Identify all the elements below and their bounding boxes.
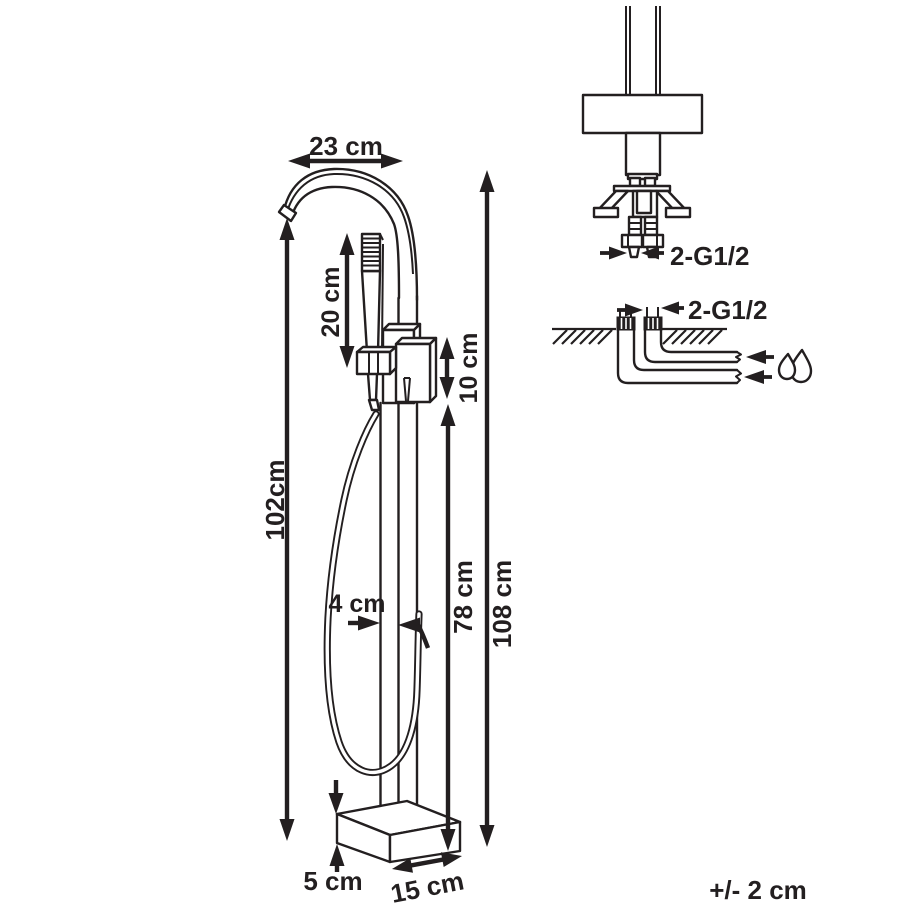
dim-total-height-label: 108 cm	[487, 560, 517, 648]
hose-connector	[367, 398, 381, 412]
detail-floor-connection: 2-G1/2	[552, 295, 813, 385]
dim-base-height-label: 5 cm	[303, 866, 362, 896]
supply-pipes	[625, 6, 661, 95]
dimension-handle-height: 10 cm	[439, 333, 483, 404]
water-drops-icon	[777, 348, 813, 384]
dimension-column-width: 4 cm	[329, 590, 431, 649]
thread-size-arrows	[600, 246, 664, 260]
mixer-handle	[394, 336, 438, 404]
base-plate-side	[581, 93, 704, 135]
detail-bottom-connection: 2-G1/2	[581, 6, 750, 271]
shower-hose	[323, 410, 423, 777]
mounting-bracket	[592, 184, 692, 219]
dim-hand-shower-label: 20 cm	[317, 267, 345, 338]
threaded-tails	[620, 215, 665, 259]
dimension-total-height: 108 cm	[479, 170, 517, 847]
dimension-spout-reach: 23 cm	[288, 131, 403, 169]
main-view: 23 cm 102cm 20 cm 10 cm 4 cm	[260, 131, 517, 909]
under-floor-pipes	[616, 328, 742, 385]
threaded-sockets	[616, 307, 663, 331]
dim-spout-reach-label: 23 cm	[309, 131, 383, 161]
dimension-spout-height: 102cm	[260, 218, 295, 841]
thread-label-floor: 2-G1/2	[688, 295, 768, 325]
column-stub	[624, 131, 662, 177]
dim-column-height-label: 78 cm	[448, 560, 478, 634]
dimension-hand-shower-height: 20 cm	[317, 233, 355, 368]
tolerance-note: +/- 2 cm	[709, 875, 807, 905]
thread-size-arrows-floor	[617, 301, 684, 317]
dim-spout-height-label: 102cm	[260, 460, 290, 541]
dim-handle-height-label: 10 cm	[455, 333, 483, 404]
dim-base-width-label: 15 cm	[388, 865, 466, 909]
shower-holder	[355, 345, 398, 376]
dimension-base-height: 5 cm	[303, 780, 363, 896]
dim-column-width-label: 4 cm	[329, 590, 386, 618]
water-inlet-arrows	[744, 350, 774, 384]
spout-outlet	[277, 203, 298, 223]
column-cap	[626, 172, 659, 181]
dimension-column-height: 78 cm	[440, 404, 478, 851]
shower-head	[360, 232, 384, 273]
hand-shower	[355, 232, 398, 412]
thread-label-bottom: 2-G1/2	[670, 241, 750, 271]
floor-surface	[552, 327, 727, 345]
